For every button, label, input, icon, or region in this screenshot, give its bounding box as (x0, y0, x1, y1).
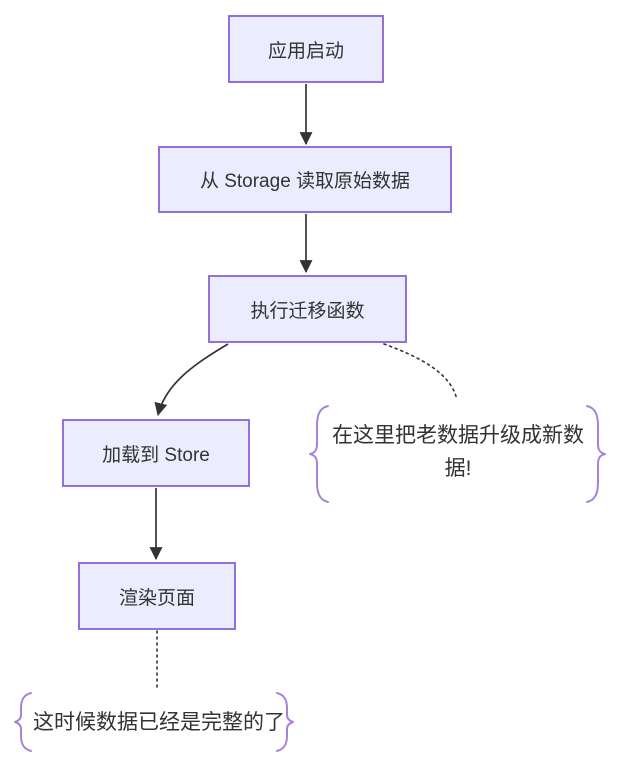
dotted-link-migrate-note (383, 343, 458, 401)
left-brace-render-note (14, 692, 32, 752)
right-brace-migrate-note (586, 405, 606, 503)
left-brace-migrate-note (309, 405, 329, 503)
node-run-migration: 执行迁移函数 (208, 275, 407, 343)
note-migrate: 在这里把老数据升级成新数据! (332, 424, 584, 480)
node-app-start: 应用启动 (228, 15, 384, 83)
right-brace-render-note (276, 692, 294, 752)
node-load-store: 加载到 Store (62, 419, 250, 487)
node-read-storage: 从 Storage 读取原始数据 (158, 146, 452, 213)
node-render-page: 渲染页面 (78, 562, 236, 630)
edge-migrate-to-load (154, 343, 229, 417)
note-render: 这时候数据已经是完整的了 (33, 711, 285, 734)
